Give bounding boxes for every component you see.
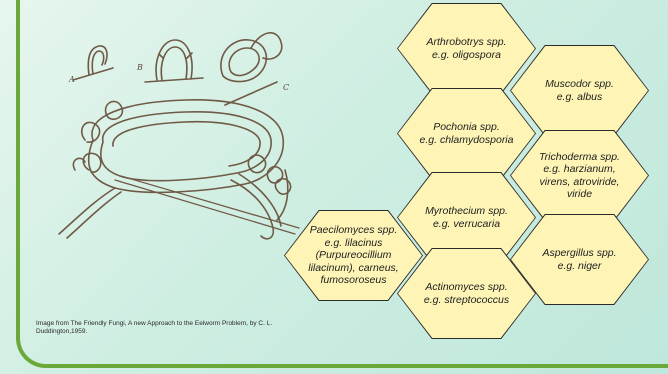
label-c: C — [283, 83, 289, 92]
frame-bottom-border — [16, 322, 668, 368]
hex-arthrobotrys: Arthrobotrys spp.e.g. oligospora — [397, 3, 536, 94]
hex-content: Arthrobotrys spp.e.g. oligospora — [398, 4, 535, 93]
hex-text-line: Actinomyces spp. — [425, 281, 508, 293]
hex-text-line: virens, atroviride, — [539, 175, 620, 188]
label-b: B — [136, 63, 143, 72]
hex-text-line: Aspergillus spp. — [542, 247, 617, 259]
hex-text-line: Paecilomyces spp. — [309, 224, 398, 237]
hex-text-line: Arthrobotrys spp. — [426, 36, 507, 48]
label-a: A — [68, 75, 75, 84]
hex-text-line: e.g. harzianum, — [543, 163, 616, 175]
hex-content: Muscodor spp.e.g. albus — [511, 46, 648, 135]
nematode-trap-illustration: A B C — [58, 32, 300, 240]
hex-text-line: Muscodor spp. — [545, 78, 614, 90]
trap-ring-b — [144, 39, 204, 83]
hex-text-line: e.g. oligospora — [432, 48, 501, 61]
trap-network-c — [220, 32, 283, 106]
hex-text-line: Myrothecium spp. — [425, 205, 508, 217]
hex-trichoderma: Trichoderma spp.e.g. harzianum,virens, a… — [510, 130, 649, 221]
image-caption: Image from The Friendly Fungi, A new App… — [36, 320, 273, 335]
hex-content: Trichoderma spp.e.g. harzianum,virens, a… — [511, 131, 648, 220]
hex-text-line: lilacinum), carneus, — [308, 261, 399, 274]
hex-content: Pochonia spp.e.g. chlamydosporia — [398, 89, 535, 178]
hex-text-line: Trichoderma spp. — [539, 150, 620, 163]
frame-left-border — [16, 0, 20, 338]
hex-pochonia: Pochonia spp.e.g. chlamydosporia — [397, 88, 536, 179]
hyphal-coils — [72, 100, 292, 195]
hex-muscodor: Muscodor spp.e.g. albus — [510, 45, 649, 136]
hex-content: Paecilomyces spp.e.g. lilacinus(Purpureo… — [285, 211, 422, 300]
hex-text-line: fumosoroseus — [320, 274, 387, 287]
hex-text-line: viride — [566, 188, 593, 200]
hex-text-line: e.g. streptococcus — [423, 293, 510, 306]
hex-text-line: Pochonia spp. — [433, 121, 500, 133]
hex-text-line: e.g. lilacinus — [324, 236, 383, 249]
hex-text-line: (Purpureocillium — [315, 249, 392, 262]
hex-text-line: e.g. niger — [557, 259, 602, 272]
trap-loop-a — [72, 45, 114, 81]
hex-text-line: e.g. chlamydosporia — [419, 133, 514, 146]
hex-text-line: e.g. verrucaria — [432, 217, 501, 230]
hex-text-line: e.g. albus — [556, 90, 603, 103]
